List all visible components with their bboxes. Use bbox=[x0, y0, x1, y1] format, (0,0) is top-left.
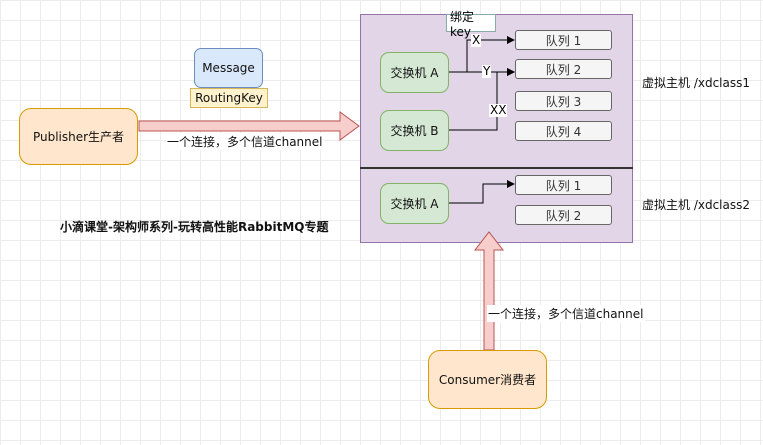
virtual-host-divider bbox=[360, 167, 633, 169]
queue-4-vhost1: 队列 4 bbox=[515, 121, 612, 141]
queue-3-vhost1: 队列 3 bbox=[515, 91, 612, 111]
binding-edge-xx bbox=[449, 68, 515, 131]
course-title: 小滴课堂-架构师系列-玩转高性能RabbitMQ专题 bbox=[60, 220, 329, 234]
queue-2-vhost1: 队列 2 bbox=[515, 59, 612, 79]
queue-1-vhost2: 队列 1 bbox=[515, 175, 612, 195]
edge-label-xx: XX bbox=[489, 103, 508, 117]
message-node: Message bbox=[194, 48, 263, 88]
queue-1-vhost1: 队列 1 bbox=[515, 30, 612, 50]
publisher-connection-arrow bbox=[138, 111, 360, 141]
routing-key-node: RoutingKey bbox=[190, 88, 268, 108]
binding-edge-v2 bbox=[449, 180, 515, 204]
edge-label-y: Y bbox=[482, 64, 492, 78]
publisher-node: Publisher生产者 bbox=[19, 108, 138, 165]
consumer-node: Consumer消费者 bbox=[428, 350, 547, 409]
exchange-a-vhost1: 交换机 A bbox=[380, 52, 449, 93]
vhost2-label: 虚拟主机 /xdclass2 bbox=[642, 198, 751, 212]
edge-label-x: X bbox=[471, 33, 482, 47]
consumer-connection-arrow bbox=[473, 231, 505, 351]
exchange-b-vhost1: 交换机 B bbox=[380, 110, 449, 151]
exchange-a-vhost2: 交换机 A bbox=[380, 183, 449, 224]
binding-edge-x bbox=[449, 36, 515, 73]
publisher-connection-label: 一个连接，多个信道channel bbox=[166, 133, 324, 150]
bind-key-label: 绑定key bbox=[446, 10, 496, 39]
vhost1-label: 虚拟主机 /xdclass1 bbox=[642, 76, 751, 90]
queue-2-vhost2: 队列 2 bbox=[515, 205, 612, 225]
consumer-connection-label: 一个连接，多个信道channel bbox=[487, 305, 645, 322]
